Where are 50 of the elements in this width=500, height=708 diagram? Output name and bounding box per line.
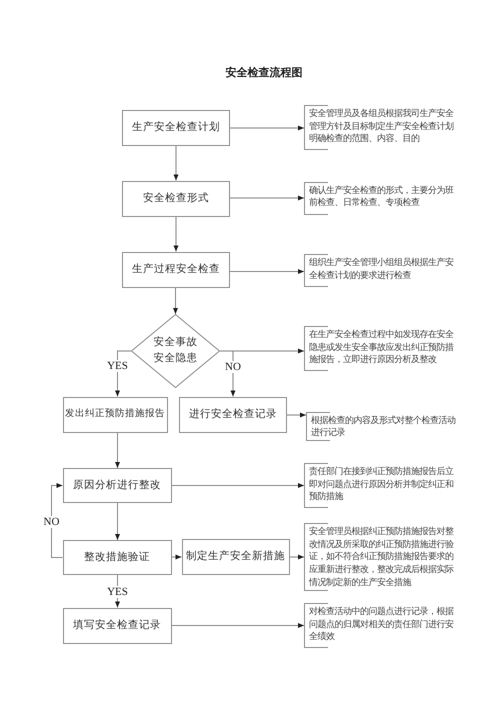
note-text: 组织生产安全管理小组组员根据生产安全检查计划的要求进行检查 — [309, 256, 454, 282]
note-text: 安全管理员根据纠正预防措施报告对整改情况及所采取的纠正预防措施进行验证，如不符合纠正预防措施报告要求的应重新进行整改，整改完成后根据实际情况制定新的生产安全措施 — [309, 525, 455, 589]
arrow — [230, 269, 304, 274]
process-box — [62, 396, 168, 432]
process-box — [182, 539, 290, 575]
edge-label: YES — [106, 586, 129, 598]
edge-label: NO — [224, 361, 242, 373]
arrow — [115, 574, 120, 608]
arrow — [115, 432, 120, 468]
arrow — [230, 196, 304, 200]
arrow — [220, 350, 236, 397]
note-bracket — [304, 182, 457, 214]
edge-label: YES — [106, 360, 129, 372]
step-label: 进行安全检查记录 — [189, 408, 277, 422]
note-text: 安全管理员及各组员根据我司生产安全管理方针及目标制定生产安全检查计划明确检查的范围、内容、目的 — [309, 107, 454, 146]
arrow — [174, 145, 178, 181]
step-label: 安全检查形式 — [143, 192, 209, 206]
arrow — [171, 483, 304, 488]
arrow — [115, 350, 132, 397]
arrow — [286, 412, 306, 418]
process-box — [62, 608, 172, 644]
step-label: 发出纠正预防措施报告 — [65, 408, 165, 421]
decision-label: 安全事故安全隐患 — [152, 335, 198, 366]
step-label: 整改措施验证 — [84, 550, 150, 564]
step-label: 制定生产安全新措施 — [186, 550, 285, 564]
step-label: 填写安全检查记录 — [73, 618, 161, 632]
process-box — [122, 180, 230, 216]
edge-label: NO — [42, 516, 60, 528]
step-label: 原因分析进行整改 — [73, 478, 161, 492]
note-text: 责任部门在接到纠正预防措施报告后立即对问题点进行原因分析并制定纠正和预防措施 — [309, 465, 455, 504]
process-box — [62, 468, 172, 503]
process-box — [122, 110, 230, 146]
note-text: 对检查活动中的问题点进行记录，根据问题点的归属对相关的责任部门进行安全绩效 — [309, 605, 455, 644]
arrow — [289, 554, 304, 560]
arrow — [173, 287, 178, 314]
process-box — [122, 252, 230, 288]
arrow — [171, 554, 182, 560]
arrow — [230, 126, 304, 130]
process-box — [62, 540, 172, 575]
note-text: 在生产安全检查过程中如发现存在安全隐患或发生安全事故应发出纠正预防措施报告，立即进行原因分析及整改 — [309, 328, 455, 366]
arrow — [115, 502, 120, 540]
arrow — [174, 216, 178, 252]
note-text: 确认生产安全检查的形式，主要分为班前检查、日常检查、专项检查 — [309, 184, 455, 209]
step-label: 生产过程安全检查 — [132, 262, 220, 276]
step-label: 生产安全检查计划 — [132, 120, 220, 134]
title: 安全检查流程图 — [226, 66, 302, 80]
arrow — [51, 483, 63, 558]
arrow — [171, 623, 304, 628]
note-text: 根据检查的内容及形式对整个检查活动进行记录 — [311, 414, 456, 439]
process-box — [179, 396, 287, 432]
